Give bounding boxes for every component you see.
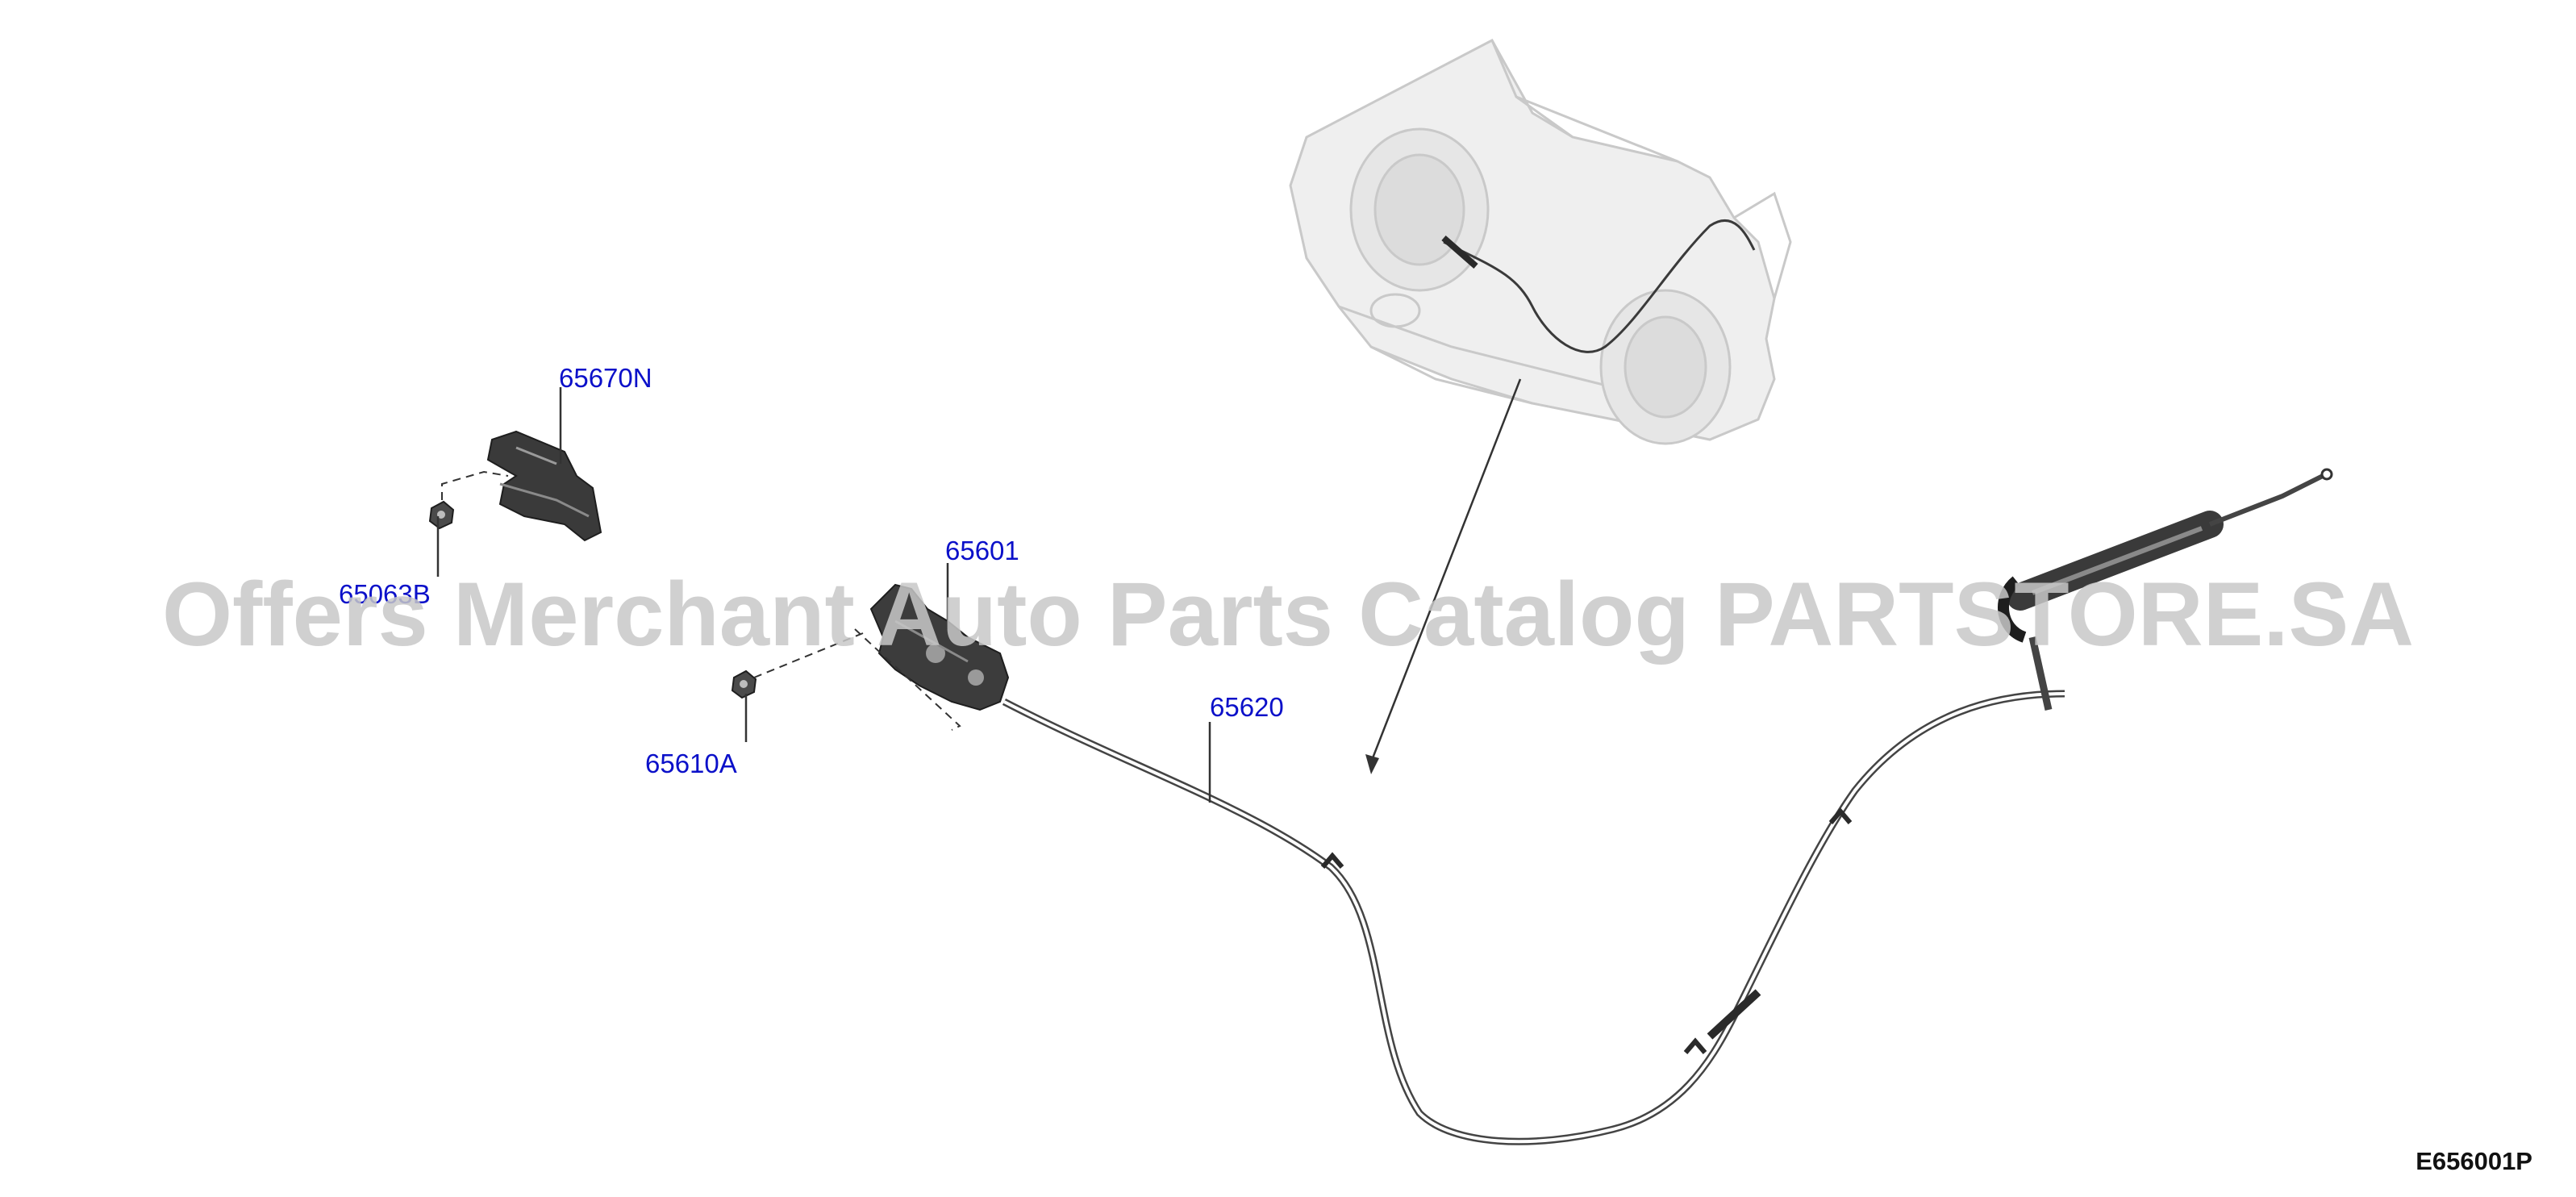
watermark: Offers Merchant Auto Parts Catalog PARTS… [162, 564, 2414, 665]
view-pointer-arrow [1365, 378, 1522, 774]
callout-leaders [436, 387, 1211, 803]
vehicle-cable-icon [1443, 219, 1756, 353]
vehicle-front-icon [1289, 38, 1792, 445]
nut-icon [731, 669, 757, 699]
vehicle-lock-icon [1441, 235, 1478, 269]
part-label-65610A[interactable]: 65610A [645, 749, 737, 778]
part-label-65063B[interactable]: 65063B [339, 579, 431, 609]
hood-striker-icon [486, 430, 602, 542]
release-cable-icon [1002, 468, 2333, 1145]
hood-lock-icon [869, 583, 1010, 711]
part-label-65620[interactable]: 65620 [1210, 692, 1284, 722]
nut-icon [428, 500, 455, 530]
part-label-65601[interactable]: 65601 [945, 536, 1019, 565]
part-label-65670N[interactable]: 65670N [559, 363, 652, 393]
figure-id: E656001P [2416, 1147, 2532, 1175]
